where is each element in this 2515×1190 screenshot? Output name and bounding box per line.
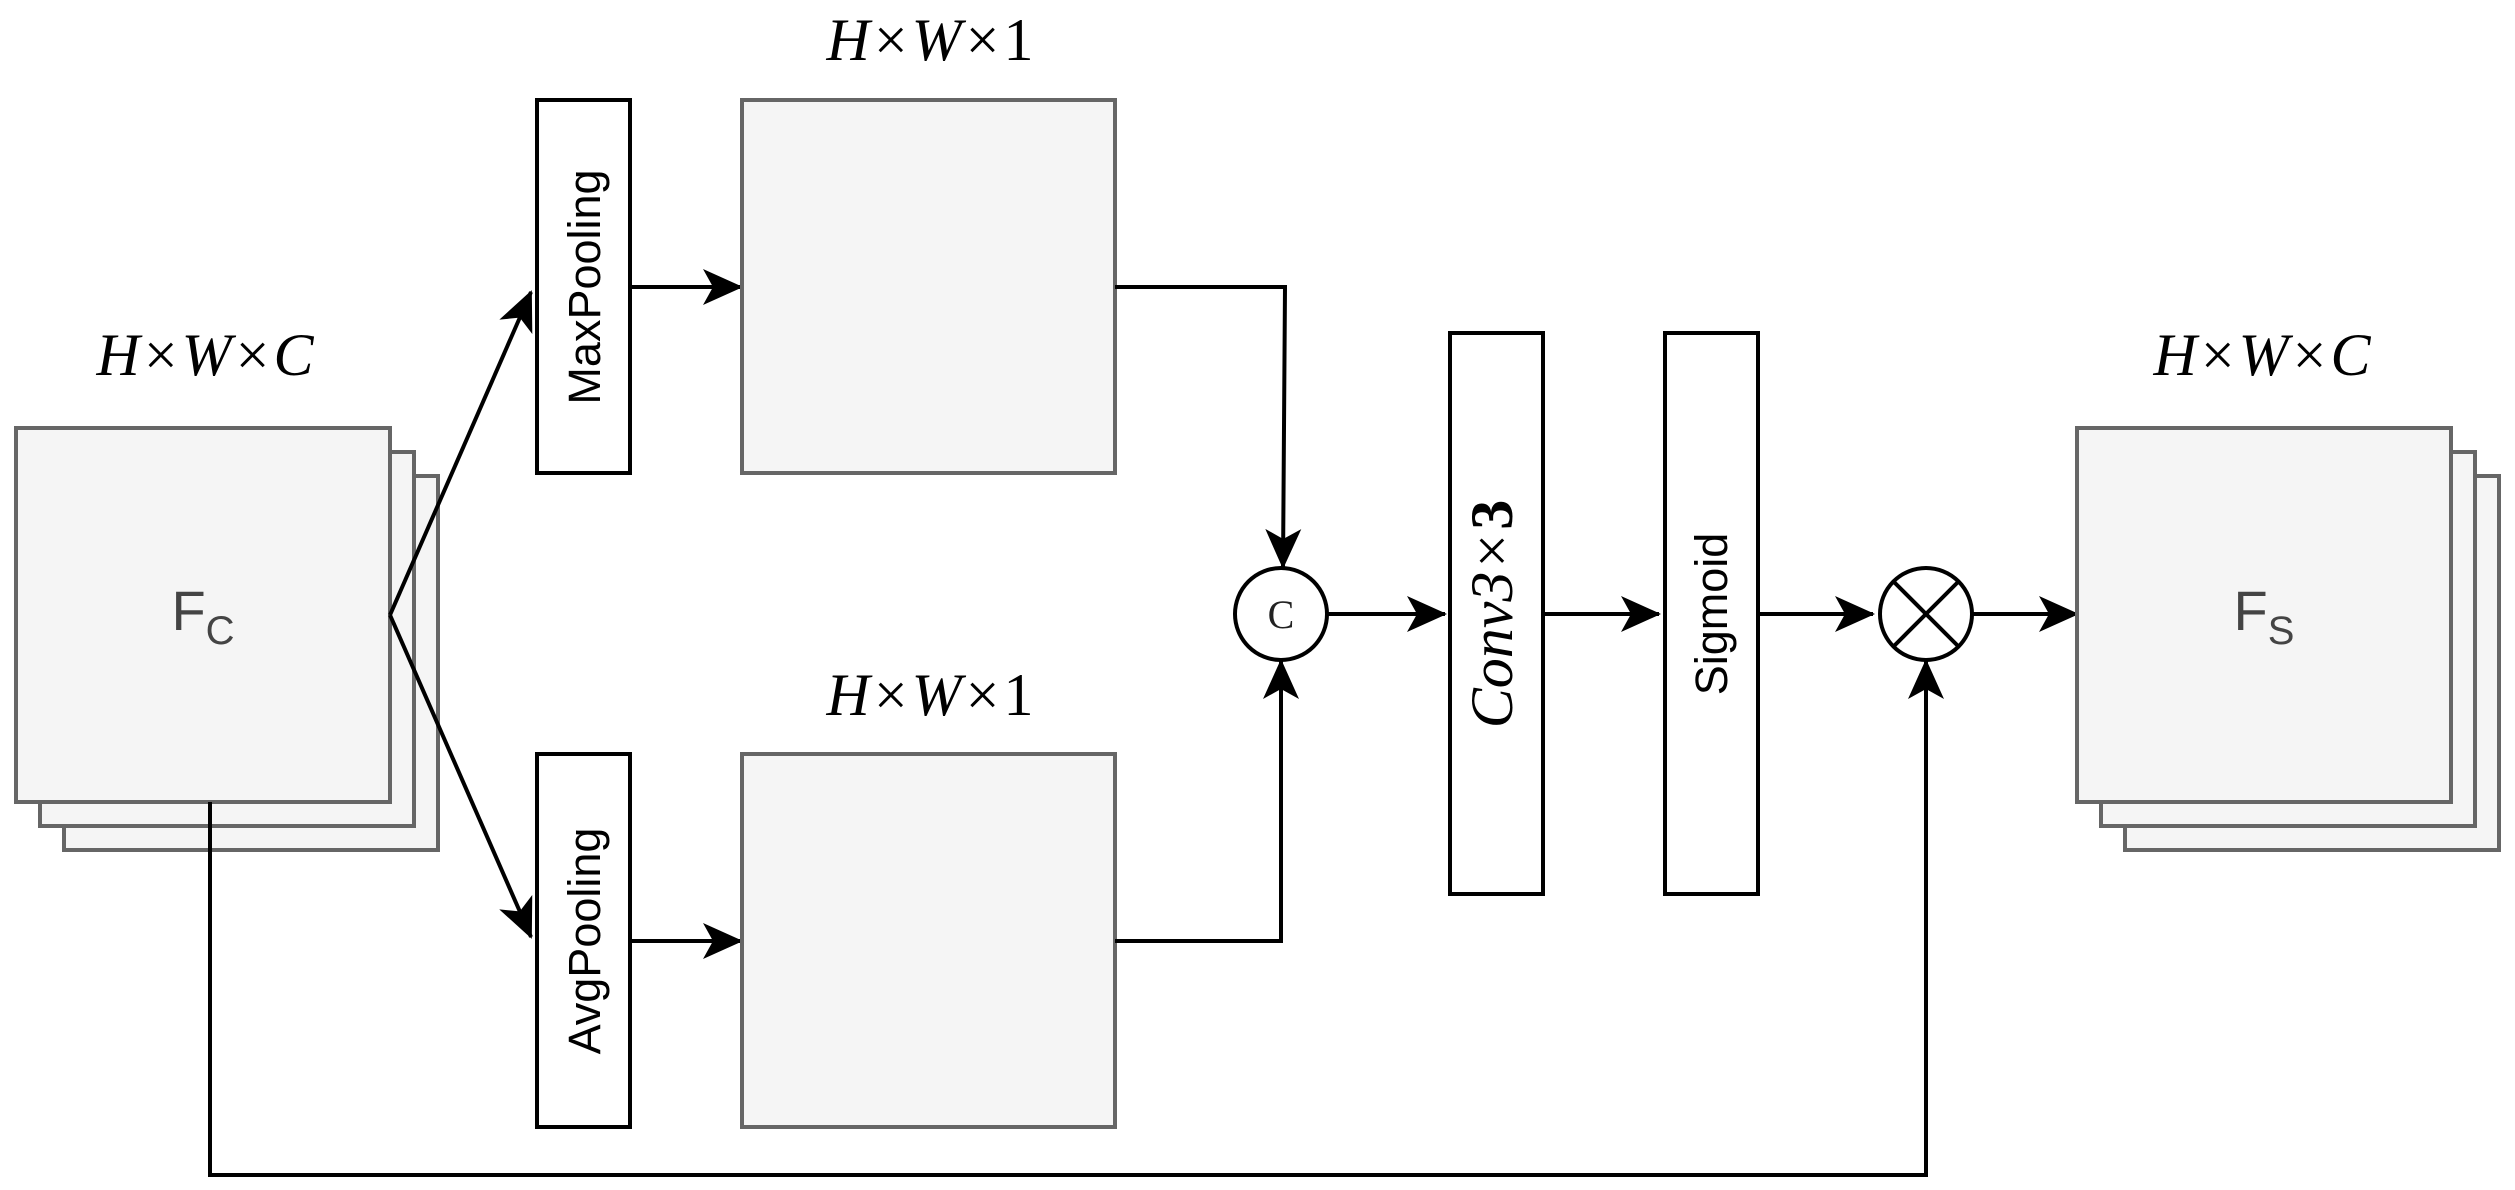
multiply-cross-b <box>1891 579 1961 649</box>
input-feature-label: FC <box>171 579 234 653</box>
sigmoid-box <box>1663 331 1760 896</box>
avgpool-dimensions: H × W × 1 <box>825 662 1033 728</box>
conv-op: Conv3 × 3 <box>1448 331 1545 896</box>
input-feature-map-stack: FC <box>14 426 440 852</box>
output-feature-map-stack: FS <box>2075 426 2501 852</box>
output-dimensions: H × W × C <box>2152 322 2371 388</box>
arrow-input-to-maxpool <box>388 290 533 616</box>
arrow-avgmap-to-concat <box>1115 659 1299 943</box>
maxpool-feature-map <box>740 98 1117 475</box>
maxpool-op: MaxPooling <box>535 98 632 475</box>
arrow-input-to-avgpool <box>388 614 533 939</box>
maxpool-dimensions: H × W × 1 <box>825 7 1033 73</box>
maxpool-label: MaxPooling <box>559 169 610 404</box>
concat-node: C <box>1233 566 1329 662</box>
output-feature-label: FS <box>2234 579 2295 653</box>
avgpool-op: AvgPooling <box>535 752 632 1129</box>
sigmoid-op: Sigmoid <box>1663 331 1760 896</box>
multiply-node <box>1878 566 1974 662</box>
skip-connection-arrow <box>208 659 1944 1177</box>
avgpool-label: AvgPooling <box>559 828 610 1055</box>
avgpool-box <box>535 752 632 1129</box>
conv-label: Conv3 × 3 <box>1459 500 1525 729</box>
concat-symbol: C <box>1268 592 1295 637</box>
sigmoid-label: Sigmoid <box>1686 533 1737 696</box>
conv-box <box>1448 331 1545 896</box>
input-stack-layer-1 <box>14 426 392 804</box>
input-dimensions: H × W × C <box>95 322 314 388</box>
avgpool-feature-map <box>740 752 1117 1129</box>
arrow-maxmap-to-concat <box>1115 285 1302 569</box>
output-stack-layer-1 <box>2075 426 2453 804</box>
